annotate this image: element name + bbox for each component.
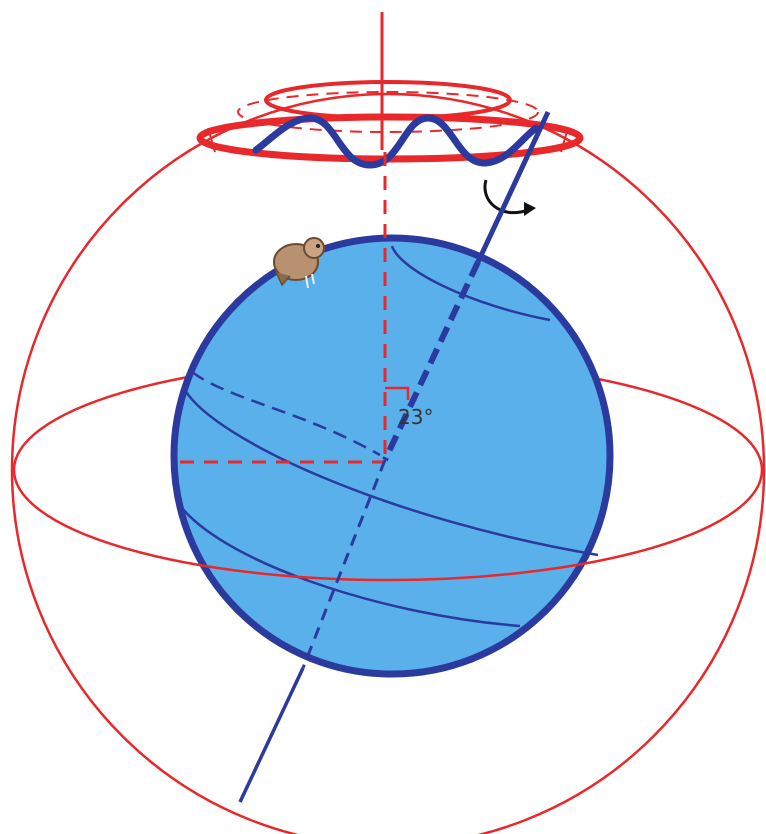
earth-rotation-axis-top bbox=[478, 112, 548, 262]
earth bbox=[174, 238, 610, 674]
earth-rotation-axis-bottom bbox=[240, 668, 303, 802]
precession-ring-inner bbox=[266, 82, 510, 118]
tilt-angle-label: 23° bbox=[398, 405, 433, 429]
